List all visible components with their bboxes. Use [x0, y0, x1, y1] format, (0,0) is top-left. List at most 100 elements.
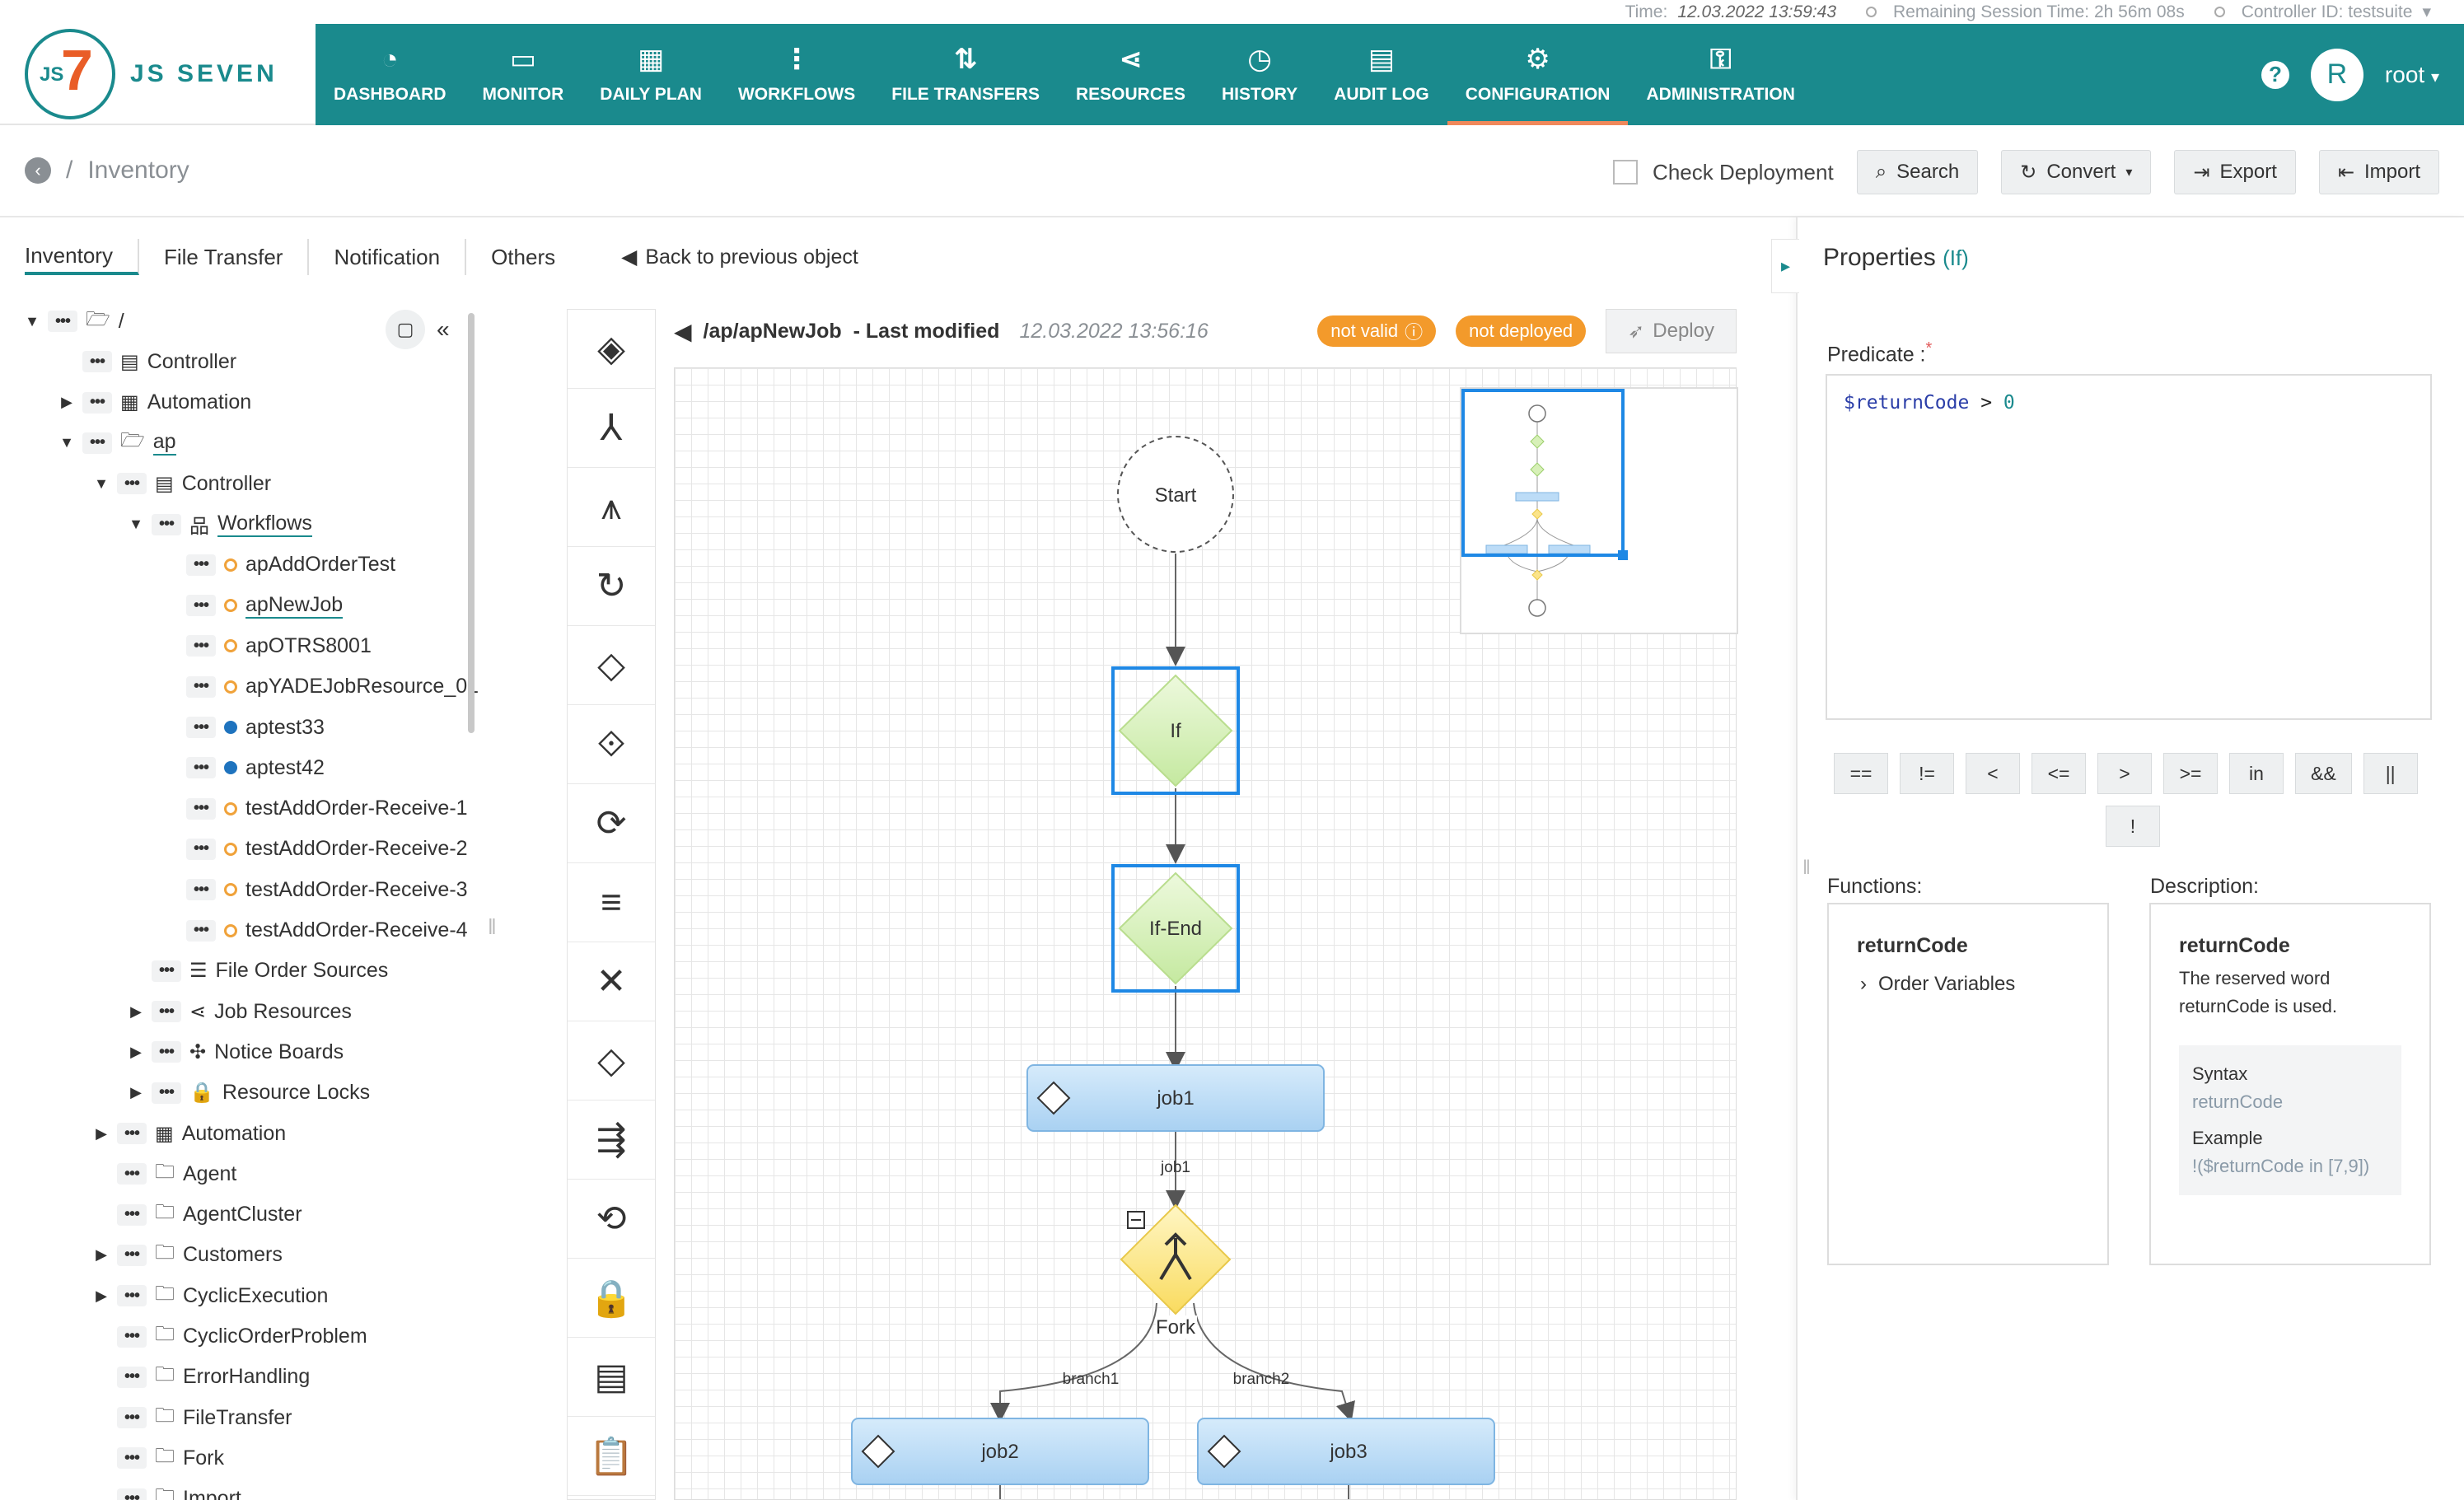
- more-actions-icon[interactable]: •••: [117, 1488, 147, 1500]
- nav-history[interactable]: ◷HISTORY: [1204, 24, 1316, 125]
- tree-item[interactable]: •••🗀FileTransfer: [94, 1401, 292, 1434]
- search-button[interactable]: ⌕Search: [1856, 150, 1979, 194]
- deploy-button[interactable]: ➶Deploy: [1606, 309, 1737, 353]
- nav-workflows[interactable]: ⋮WORKFLOWS: [720, 24, 873, 125]
- tree-item[interactable]: •••▤Controller: [59, 345, 236, 378]
- tree-item[interactable]: •••🗀CyclicOrderProblem: [94, 1320, 367, 1353]
- collapse-panel-icon[interactable]: «: [437, 316, 450, 342]
- fork-list-tool-icon[interactable]: ⩚: [568, 468, 655, 547]
- tab-notification[interactable]: Notification: [309, 239, 467, 275]
- tree-workflow-item[interactable]: •••aptest42: [163, 751, 325, 784]
- post-notice-tool-icon[interactable]: ▤: [568, 1338, 655, 1417]
- more-actions-icon[interactable]: •••: [82, 432, 112, 454]
- operator-button[interactable]: <: [1966, 753, 2020, 794]
- logo[interactable]: JS 7 JS SEVEN: [0, 24, 316, 125]
- convert-button[interactable]: ↻Convert▾: [2001, 150, 2152, 194]
- more-actions-icon[interactable]: •••: [117, 473, 147, 495]
- caret-right-icon[interactable]: ▶: [96, 1287, 107, 1304]
- if-end-node[interactable]: [1118, 871, 1233, 985]
- more-actions-icon[interactable]: •••: [152, 1001, 181, 1023]
- back-arrow-icon[interactable]: ◀: [674, 318, 692, 344]
- check-deployment-toggle[interactable]: Check Deployment: [1613, 160, 1834, 185]
- tree-workflow-item[interactable]: •••aptest33: [163, 711, 325, 744]
- more-actions-icon[interactable]: •••: [186, 595, 216, 617]
- operator-button[interactable]: in: [2229, 753, 2284, 794]
- tree-item[interactable]: ▼•••🗁ap: [59, 427, 176, 460]
- operator-button[interactable]: !=: [1900, 753, 1954, 794]
- caret-right-icon[interactable]: ▶: [130, 1002, 142, 1020]
- help-icon[interactable]: ?: [2261, 60, 2289, 89]
- caret-down-icon[interactable]: ▼: [25, 312, 40, 329]
- more-actions-icon[interactable]: •••: [186, 919, 216, 942]
- tree-item[interactable]: ▶•••⋖Job Resources: [129, 995, 352, 1028]
- tree-workflow-item[interactable]: •••testAddOrder-Receive-4: [163, 914, 468, 947]
- panel-toggle-icon[interactable]: ▸: [1771, 239, 1799, 293]
- tree-item[interactable]: ▶•••🗀CyclicExecution: [94, 1279, 328, 1312]
- minimap-viewport[interactable]: [1461, 389, 1625, 557]
- if-tool-icon[interactable]: ⟐: [568, 705, 655, 784]
- tab-file-transfer[interactable]: File Transfer: [139, 239, 310, 275]
- more-actions-icon[interactable]: •••: [186, 838, 216, 860]
- more-actions-icon[interactable]: •••: [117, 1244, 147, 1266]
- tree-item[interactable]: ▶•••🔒Resource Locks: [129, 1077, 370, 1110]
- cycle-tool-icon[interactable]: ⟳: [568, 784, 655, 863]
- more-actions-icon[interactable]: •••: [117, 1447, 147, 1470]
- more-actions-icon[interactable]: •••: [152, 513, 181, 535]
- tree-workflow-item[interactable]: •••apNewJob: [163, 589, 344, 622]
- caret-right-icon[interactable]: ▶: [61, 394, 72, 411]
- tree-item[interactable]: ▶•••🗀Customers: [94, 1239, 283, 1272]
- more-actions-icon[interactable]: •••: [186, 554, 216, 576]
- tree-workflow-item[interactable]: •••apAddOrderTest: [163, 549, 395, 582]
- tree-scrollbar[interactable]: [468, 313, 475, 733]
- more-actions-icon[interactable]: •••: [117, 1407, 147, 1429]
- more-actions-icon[interactable]: •••: [117, 1366, 147, 1388]
- tree-item[interactable]: ▶•••▦Automation: [94, 1117, 286, 1150]
- nav-file-transfers[interactable]: ⇅FILE TRANSFERS: [873, 24, 1058, 125]
- more-actions-icon[interactable]: •••: [48, 311, 77, 332]
- panel-splitter[interactable]: ‖: [1802, 857, 1811, 879]
- operator-button[interactable]: <=: [2032, 753, 2086, 794]
- operator-button[interactable]: &&: [2295, 753, 2352, 794]
- more-actions-icon[interactable]: •••: [82, 391, 112, 414]
- tree-item[interactable]: ▶•••✣Notice Boards: [129, 1035, 344, 1068]
- back-arrow-icon[interactable]: ‹: [25, 157, 51, 184]
- nav-audit-log[interactable]: ▤AUDIT LOG: [1316, 24, 1447, 125]
- fork-tool-icon[interactable]: ⅄: [568, 389, 655, 468]
- export-button[interactable]: ⇥Export: [2174, 150, 2296, 194]
- more-actions-icon[interactable]: •••: [117, 1203, 147, 1226]
- import-button[interactable]: ⇤Import: [2318, 150, 2439, 194]
- chevron-down-icon[interactable]: ▾: [2422, 2, 2431, 21]
- more-actions-icon[interactable]: •••: [186, 717, 216, 738]
- expect-notice-tool-icon[interactable]: ⟲: [568, 1180, 655, 1259]
- function-returncode[interactable]: returnCode: [1857, 934, 1968, 957]
- tree-workflow-item[interactable]: •••testAddOrder-Receive-1: [163, 792, 468, 825]
- paste-tool-icon[interactable]: 📋: [568, 1417, 655, 1496]
- more-actions-icon[interactable]: •••: [82, 351, 112, 373]
- caret-down-icon[interactable]: ▼: [129, 516, 143, 532]
- minimap-resize-handle[interactable]: [1618, 550, 1628, 560]
- caret-right-icon[interactable]: ▶: [130, 1043, 142, 1060]
- if-node[interactable]: [1118, 674, 1233, 787]
- tree-workflow-item[interactable]: •••apOTRS8001: [163, 629, 372, 662]
- tree-item[interactable]: ▼•••🗁/: [25, 305, 124, 338]
- more-actions-icon[interactable]: •••: [117, 1123, 147, 1144]
- more-actions-icon[interactable]: •••: [186, 635, 216, 657]
- tree-item[interactable]: •••🗀Fork: [94, 1442, 224, 1474]
- caret-down-icon[interactable]: ▼: [59, 434, 74, 451]
- tree-workflow-item[interactable]: •••testAddOrder-Receive-2: [163, 833, 468, 866]
- tree-workflow-item[interactable]: •••testAddOrder-Receive-3: [163, 873, 468, 906]
- tree-item[interactable]: •••🗀Agent: [94, 1157, 236, 1190]
- controller-id[interactable]: Controller ID: testsuite: [2241, 2, 2413, 21]
- caret-right-icon[interactable]: ▶: [96, 1246, 107, 1264]
- nav-dashboard[interactable]: ◔DASHBOARD: [316, 24, 465, 125]
- add-order-tool-icon[interactable]: ⇶: [568, 1100, 655, 1180]
- caret-right-icon[interactable]: ▶: [130, 1084, 142, 1101]
- caret-right-icon[interactable]: ▶: [96, 1124, 107, 1142]
- job3-node[interactable]: [1197, 1418, 1495, 1485]
- nav-administration[interactable]: ⚿ADMINISTRATION: [1628, 24, 1812, 125]
- tree-item[interactable]: •••🗀Import: [94, 1483, 241, 1500]
- job1-node[interactable]: [1026, 1064, 1325, 1132]
- order-variables-item[interactable]: ›Order Variables: [1857, 973, 2079, 996]
- job2-node[interactable]: [851, 1418, 1149, 1485]
